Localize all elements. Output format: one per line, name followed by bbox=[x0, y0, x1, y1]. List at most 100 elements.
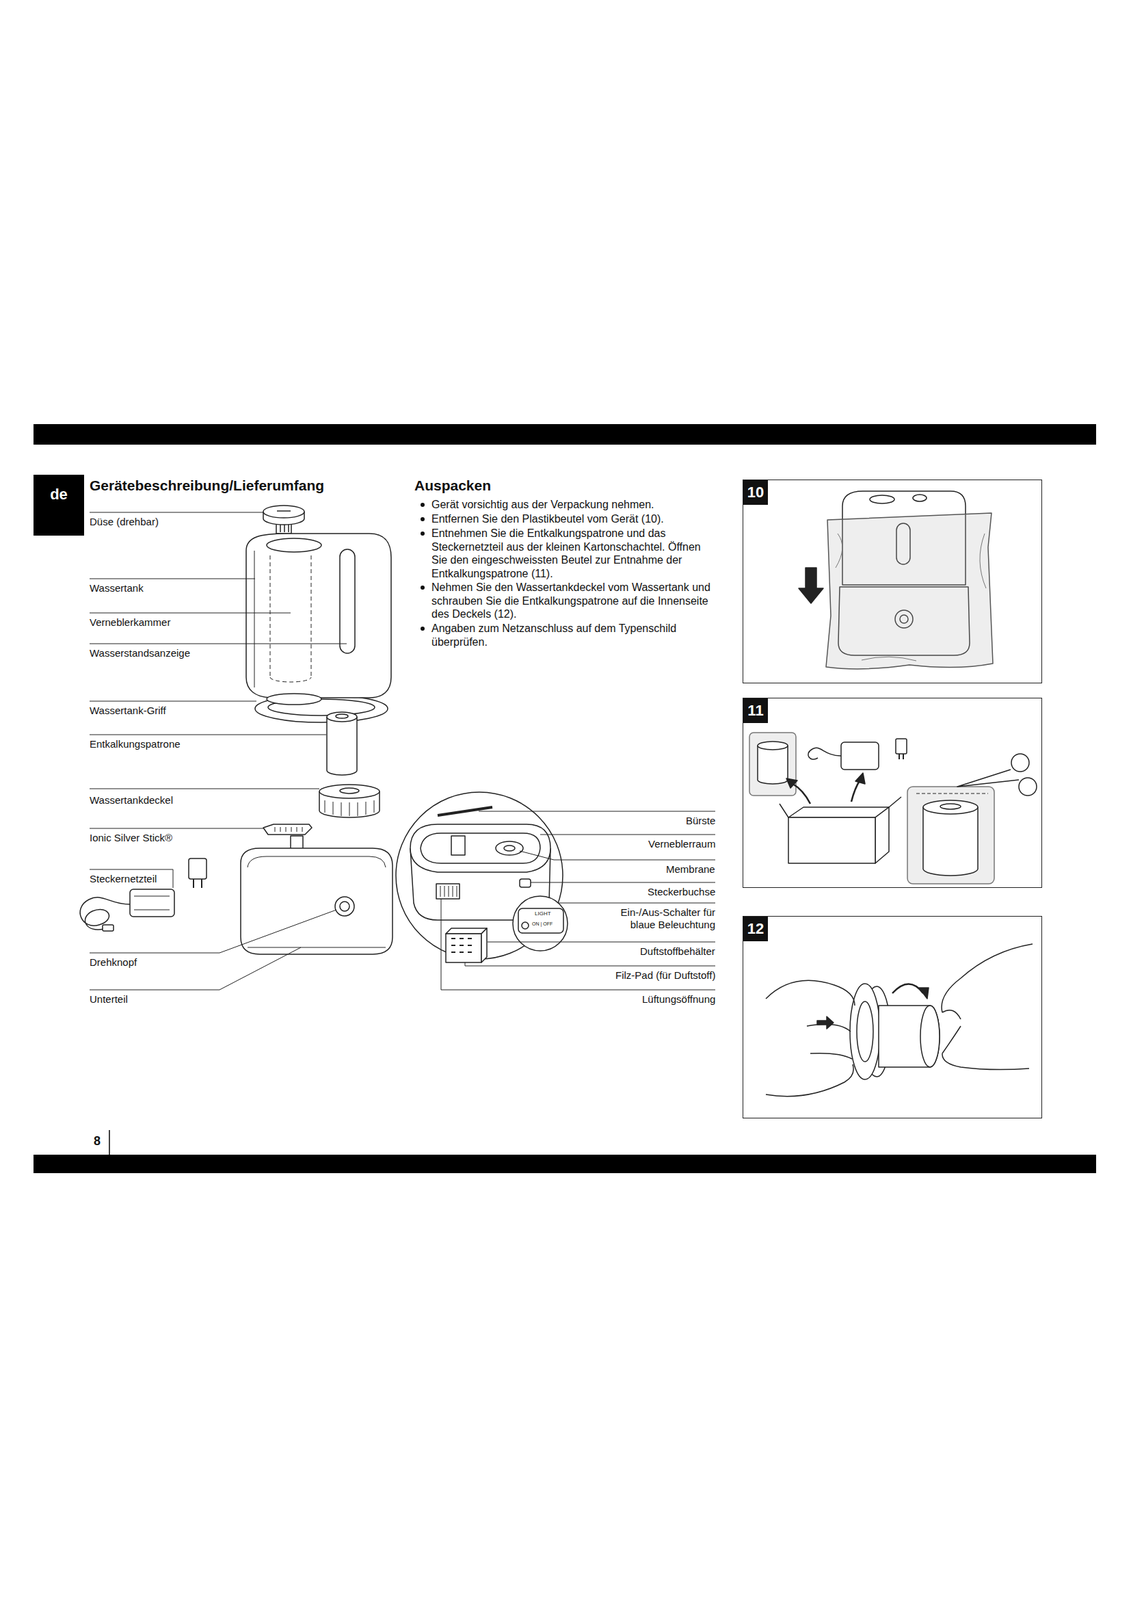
figure-11-drawing bbox=[855, 772, 866, 784]
part-label: Wassertank-Griff bbox=[89, 704, 167, 717]
figure-10-drawing bbox=[798, 567, 824, 604]
humidifier-exploded-view bbox=[263, 823, 312, 835]
magnified-detail bbox=[420, 832, 541, 863]
part-label: Membrane bbox=[666, 862, 716, 876]
leader-line bbox=[530, 882, 716, 883]
humidifier-exploded-view bbox=[246, 533, 392, 698]
humidifier-exploded-view bbox=[188, 858, 207, 879]
figure-12-drawing bbox=[941, 943, 1033, 1070]
figure-11-drawing bbox=[791, 782, 811, 804]
magnified-detail bbox=[451, 938, 472, 952]
humidifier-exploded-view bbox=[274, 826, 303, 832]
figure-11-drawing bbox=[851, 779, 861, 802]
figure-11-drawing bbox=[940, 803, 961, 809]
leader-line bbox=[89, 512, 716, 990]
figure-11-drawing bbox=[757, 741, 788, 750]
magnified-detail bbox=[445, 927, 487, 934]
leader-line bbox=[89, 909, 337, 953]
magnified-detail bbox=[436, 883, 460, 899]
figure-10-drawing bbox=[798, 490, 993, 669]
figure-number: 11 bbox=[743, 698, 768, 723]
bullet-text: Entnehmen Sie die Entkalkungspatrone und… bbox=[431, 526, 714, 580]
part-label: Entkalkungspatrone bbox=[89, 737, 181, 751]
figure-11-drawing bbox=[899, 753, 904, 760]
part-label: Ein-/Aus-Schalter für blaue Beleuchtung bbox=[599, 906, 716, 931]
part-label: Steckerbuchse bbox=[647, 885, 716, 898]
bullet-dot bbox=[420, 531, 425, 536]
humidifier-exploded-view bbox=[335, 896, 355, 916]
figure-11-drawing bbox=[957, 769, 1019, 787]
figure-panel: 11 bbox=[742, 697, 1043, 888]
humidifier-exploded-view bbox=[270, 676, 312, 682]
part-label: Lüftungsöffnung bbox=[642, 992, 716, 1006]
humidifier-exploded-view bbox=[276, 510, 291, 512]
page-bar bbox=[33, 423, 1097, 445]
figure-12-drawing bbox=[892, 983, 924, 994]
leader-line bbox=[540, 834, 716, 835]
humidifier-exploded-view bbox=[339, 901, 350, 911]
humidifier-exploded-view bbox=[270, 555, 312, 677]
bullet-text: Angaben zum Netzanschluss auf dem Typens… bbox=[431, 621, 714, 649]
page-bar bbox=[33, 423, 1097, 1173]
humidifier-exploded-view bbox=[326, 711, 357, 722]
magnified-detail bbox=[451, 835, 465, 855]
humidifier-exploded-view bbox=[129, 888, 175, 917]
figure-11-drawing bbox=[749, 732, 796, 796]
leader-line bbox=[89, 512, 264, 513]
humidifier-exploded-view bbox=[326, 716, 357, 775]
figure-12-drawing bbox=[765, 943, 1033, 1097]
leader-line bbox=[89, 700, 257, 702]
figure-12-drawing bbox=[878, 1005, 940, 1067]
part-label: Unterteil bbox=[89, 992, 128, 1006]
leader-line bbox=[89, 643, 347, 645]
humidifier-exploded-view bbox=[335, 713, 349, 718]
part-label: Wassertank bbox=[89, 581, 144, 595]
switch-text: LIGHT bbox=[534, 910, 552, 917]
figure-11-drawing bbox=[757, 745, 788, 784]
figure-11-drawing bbox=[779, 796, 902, 818]
humidifier-exploded-view bbox=[339, 787, 359, 794]
humidifier-exploded-view bbox=[247, 947, 386, 948]
humidifier-exploded-view bbox=[102, 924, 114, 931]
figure-panel: 12 bbox=[742, 915, 1043, 1119]
figure-12-drawing bbox=[849, 983, 881, 1080]
leader-line bbox=[464, 962, 716, 966]
leader-line bbox=[89, 578, 256, 580]
figure-11-drawing bbox=[923, 806, 978, 876]
magnified-detail bbox=[410, 823, 551, 872]
figure-11-drawing bbox=[895, 738, 907, 754]
figure-11-drawing bbox=[907, 786, 995, 884]
figure-10-drawing bbox=[835, 533, 987, 661]
magnified-detail bbox=[445, 933, 482, 963]
humidifier-exploded-view bbox=[247, 856, 386, 868]
page-bar bbox=[33, 1154, 1097, 1173]
bullet-text: Entfernen Sie den Plastikbeutel vom Gerä… bbox=[431, 512, 714, 526]
leader-line bbox=[89, 612, 291, 614]
figure-11-drawing bbox=[923, 800, 978, 814]
part-label: Verneblerraum bbox=[648, 837, 716, 850]
figure-11-drawing bbox=[841, 741, 879, 770]
figure-11-drawing bbox=[808, 747, 842, 760]
humidifier-exploded-view bbox=[193, 878, 202, 888]
magnified-detail bbox=[481, 927, 487, 963]
humidifier-exploded-view bbox=[319, 784, 380, 798]
language-tab: de bbox=[33, 474, 85, 536]
magnified-detail bbox=[395, 791, 568, 963]
figure-12-drawing bbox=[856, 1001, 874, 1062]
language-code: de bbox=[33, 474, 85, 504]
leader-line bbox=[441, 898, 716, 990]
bullet-text: Gerät vorsichtig aus der Verpackung nehm… bbox=[431, 497, 714, 512]
part-label: Steckernetzteil bbox=[89, 872, 157, 885]
bullet-dot bbox=[420, 585, 425, 590]
section-heading: Auspacken bbox=[414, 476, 491, 494]
leader-line bbox=[557, 902, 716, 904]
leader-line bbox=[89, 788, 320, 790]
leader-line bbox=[89, 869, 174, 888]
figure-11-drawing bbox=[1011, 753, 1030, 772]
leader-line bbox=[89, 828, 264, 829]
part-label: Düse (drehbar) bbox=[89, 515, 159, 528]
figure-12-drawing bbox=[920, 1005, 940, 1067]
figure-number: 12 bbox=[743, 916, 768, 941]
bullet-dot bbox=[420, 626, 425, 631]
